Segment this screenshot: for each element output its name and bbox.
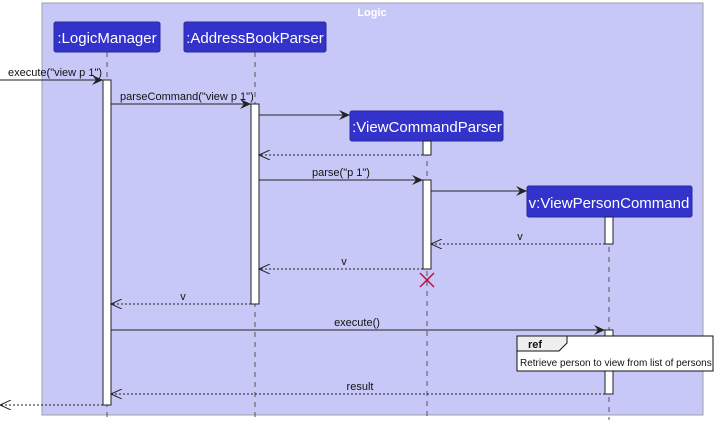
- svg-text:v:ViewPersonCommand: v:ViewPersonCommand: [529, 195, 690, 212]
- message-label: v: [341, 256, 347, 268]
- message-label: result: [347, 381, 374, 393]
- ref-fragment: ref Retrieve person to view from list of…: [516, 335, 714, 372]
- message-label: execute("view p 1"): [8, 67, 102, 79]
- svg-text::AddressBookParser: :AddressBookParser: [186, 30, 324, 47]
- activation-viewcommandparser-2: [422, 179, 432, 270]
- activation-viewpersoncommand-1: [604, 216, 614, 245]
- ref-text: Retrieve person to view from list of per…: [520, 358, 712, 369]
- participant-viewcommandparser: :ViewCommandParser: [349, 110, 504, 142]
- destroy-icon: [419, 272, 435, 288]
- svg-text::ViewCommandParser: :ViewCommandParser: [352, 119, 502, 136]
- ref-tag: ref: [528, 339, 542, 351]
- participant-logicmanager: :LogicManager: [53, 21, 161, 53]
- activation-viewcommandparser-1: [422, 140, 432, 156]
- message-label: parseCommand("view p 1"): [120, 91, 254, 103]
- message-label: v: [517, 231, 523, 243]
- message-label: v: [180, 291, 186, 303]
- frame-title: Logic: [357, 7, 386, 19]
- participant-addressbookparser: :AddressBookParser: [183, 21, 327, 53]
- message-label: parse("p 1"): [312, 167, 370, 179]
- activation-logicmanager: [102, 79, 112, 406]
- svg-text::LogicManager: :LogicManager: [57, 30, 156, 47]
- message-label: execute(): [334, 317, 380, 329]
- activation-addressbookparser: [250, 103, 260, 305]
- participant-viewpersoncommand: v:ViewPersonCommand: [526, 185, 693, 218]
